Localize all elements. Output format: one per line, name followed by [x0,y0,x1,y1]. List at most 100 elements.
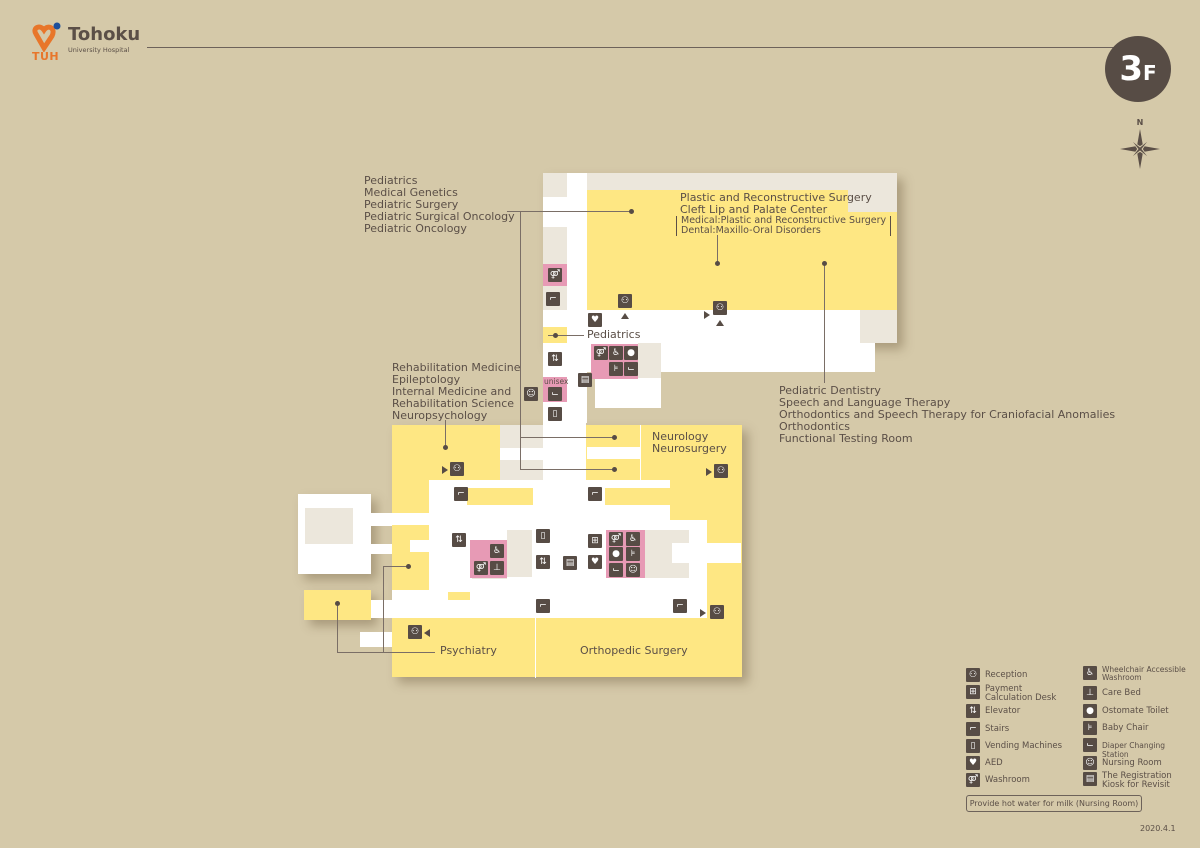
registration-kiosk-icon: ▤ [1083,772,1097,786]
legend-item: ⊞Payment Calculation Desk [966,685,1071,703]
restricted-area [638,343,661,378]
corridor [392,590,448,618]
washroom-icon: ⚤ [548,268,562,282]
payment-calculation-desk-icon: ⊞ [588,534,602,548]
stairs-icon: ⌐ [588,487,602,501]
floor-badge: 3F [1105,36,1171,102]
plastic-surgery-header [676,190,848,212]
leader-line [520,211,521,469]
stairs-icon: ⌐ [454,487,468,501]
diaper-changing-icon: ⌙ [1083,738,1097,752]
logo-mark-icon [32,22,61,52]
legend-item: ⊥Care Bed [1083,686,1141,700]
leader-line [445,420,446,448]
corridor [500,448,586,460]
baby-chair-icon: ⊧ [609,362,623,376]
plastic-surgery-area [698,212,897,310]
pediatrics-label: Pediatrics [587,328,641,341]
header-rule [147,47,1117,48]
direction-arrow-icon [716,320,724,326]
care-bed-icon: ⊥ [1083,686,1097,700]
direction-arrow-icon [704,311,710,319]
location-dot [822,261,827,266]
legend-item: ⚤Washroom [966,773,1030,787]
legend-item: ♥AED [966,756,1003,770]
direction-arrow-icon [442,466,448,474]
dentistry-group-label: Pediatric Dentistry Speech and Language … [779,384,1116,445]
location-dot [715,261,720,266]
care-bed-icon: ⊥ [490,561,504,575]
hospital-logo: TUH Tohoku University Hospital [30,20,140,65]
location-dot [612,467,617,472]
ostomate-toilet-icon: ● [1083,704,1097,718]
unisex-label: unisex [544,377,569,386]
reception-icon: ⚇ [710,605,724,619]
location-dot [406,564,411,569]
registration-kiosk-icon: ▤ [563,556,577,570]
reception-icon: ⚇ [966,668,980,682]
orthopedic-label: Orthopedic Surgery [580,644,688,657]
stairs-icon: ⌐ [536,599,550,613]
vending-machines-icon: ▯ [548,407,562,421]
restricted-area [305,508,353,544]
elevator-icon: ⇅ [452,533,466,547]
legend-item: ▤The Registration Kiosk for Revisit [1083,772,1173,790]
elevator-icon: ⇅ [548,352,562,366]
washroom-icon: ⚤ [474,561,488,575]
leader-line [383,566,408,567]
location-dot [612,435,617,440]
legend-item: ⇅Elevator [966,704,1020,718]
wheelchair-washroom-icon: ♿ [609,346,623,360]
nursing-room-icon: ☺ [626,563,640,577]
restricted-area [860,320,897,343]
location-dot [335,601,340,606]
legend-item: ⌙Diaper Changing Station [1083,738,1186,759]
legend-item: ▯Vending Machines [966,739,1062,753]
logo-abbr: TUH [32,50,60,63]
ostomate-toilet-icon: ● [609,547,623,561]
leader-line [520,469,614,470]
restricted-area [543,227,567,262]
washroom-icon: ⚤ [594,346,608,360]
corridor [353,513,429,526]
direction-arrow-icon [706,468,712,476]
pediatrics-group-label: Pediatrics Medical Genetics Pediatric Su… [364,174,515,235]
reception-icon: ⚇ [450,462,464,476]
direction-arrow-icon [700,609,706,617]
plastic-surgery-sublabel: Medical:Plastic and Reconstructive Surge… [676,216,892,236]
stairs-icon: ⌐ [966,722,980,736]
aed-icon: ♥ [588,555,602,569]
wheelchair-washroom-icon: ♿ [626,532,640,546]
logo-name: Tohoku [68,24,141,45]
corridor [672,543,741,563]
direction-arrow-icon [621,313,629,319]
corridor [587,447,640,459]
leader-line [383,566,384,653]
wheelchair-washroom-icon: ♿ [490,544,504,558]
wall-divider [640,425,641,480]
inner-room [467,488,533,505]
wheelchair-washroom-icon: ♿ [1083,666,1097,680]
legend-item: ☺Nursing Room [1083,756,1162,770]
legend-item: ⌐Stairs [966,722,1009,736]
wall-divider [535,618,536,678]
hot-water-note: Provide hot water for milk (Nursing Room… [966,795,1142,812]
location-dot [629,209,634,214]
aed-icon: ♥ [588,313,602,327]
baby-chair-icon: ⊧ [1083,721,1097,735]
aed-icon: ♥ [966,756,980,770]
psychiatry-label: Psychiatry [440,644,497,657]
leader-line [337,652,435,653]
nursing-room-icon: ☺ [524,387,538,401]
plastic-surgery-label: Plastic and Reconstructive Surgery Cleft… [680,191,872,216]
logo-subtitle: University Hospital [68,46,130,54]
reception-icon: ⚇ [408,625,422,639]
corridor [860,343,875,372]
washroom-icon: ⚤ [966,773,980,787]
vending-machines-icon: ▯ [966,739,980,753]
corridor [543,197,587,227]
compass-icon: N [1118,118,1162,172]
legend-item: ♿Wheelchair Accessible Washroom [1083,666,1188,682]
elevator-icon: ⇅ [966,704,980,718]
legend: ⚇Reception ⊞Payment Calculation Desk ⇅El… [966,666,1186,796]
